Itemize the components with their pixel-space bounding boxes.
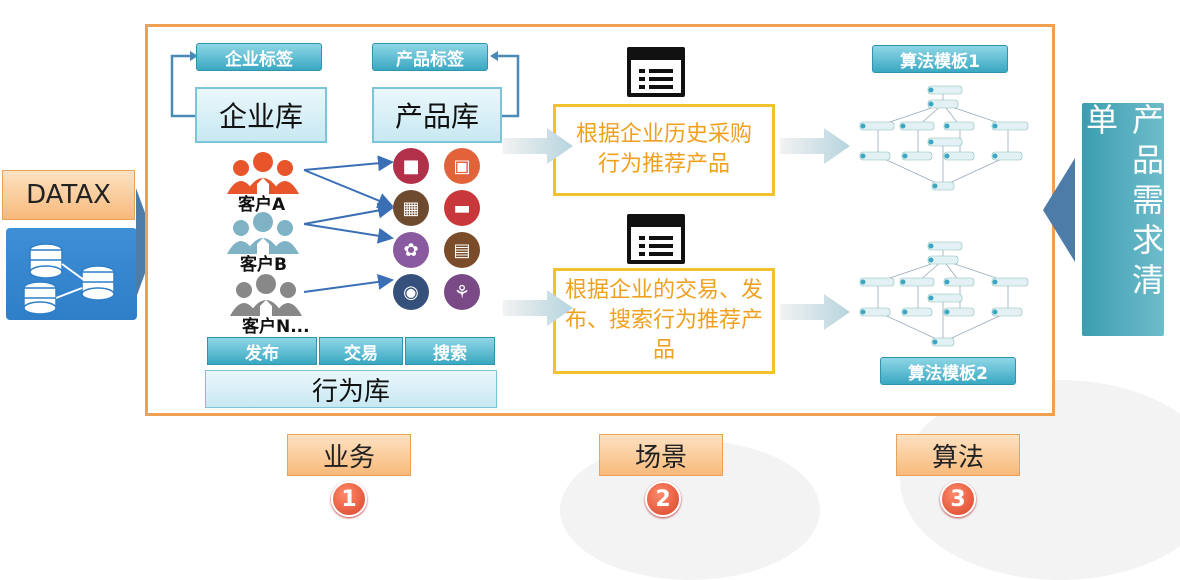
sofa-product-icon: ■: [393, 148, 429, 184]
plant-product-icon: ✿: [393, 232, 429, 268]
cabinet-product-icon: ▦: [393, 190, 429, 226]
database-cluster-icon: [6, 228, 137, 320]
datax-label: DATAX: [2, 170, 135, 220]
enterprise-tag: 企业标签: [196, 43, 322, 71]
algorithm-flow-diagram-2: [859, 241, 1029, 347]
algorithm-template-1: 算法模板1: [872, 45, 1008, 73]
product-tag-loop-arrow: [490, 51, 520, 118]
section-algorithm-label: 算法: [896, 434, 1020, 476]
section-1-number: 1: [331, 481, 367, 517]
product-demand-list-label: 产品需求清单: [1081, 103, 1165, 303]
enterprise-tag-loop-arrow: [170, 51, 198, 118]
section-business-label: 业务: [287, 434, 411, 476]
scene-2-box: 根据企业的交易、发布、搜索行为推荐产品: [553, 268, 775, 374]
section-2-number: 2: [645, 481, 681, 517]
couch-product-icon: ▬: [444, 190, 480, 226]
flow-arrow: [503, 290, 573, 326]
scene-1-box: 根据企业历史采购行为推荐产品: [553, 104, 775, 196]
customer-product-arrows: [303, 155, 394, 293]
vase-product-icon: ◉: [393, 274, 429, 310]
algorithm-flow-diagram-1: [859, 85, 1029, 191]
scene-1-text: 根据企业历史采购行为推荐产品: [575, 122, 752, 177]
product-demand-list: 产品需求清单: [1081, 103, 1165, 336]
customer-n-icon: [230, 274, 302, 316]
document-list-icon: [627, 47, 685, 97]
algorithm-template-2: 算法模板2: [880, 357, 1016, 385]
customer-a-label: 客户A: [238, 195, 286, 215]
product-tag: 产品标签: [372, 43, 488, 71]
enterprise-library: 企业库: [195, 87, 327, 143]
behavior-search: 搜索: [405, 337, 495, 365]
section-3-number: 3: [940, 481, 976, 517]
section-scene-label: 场景: [599, 434, 723, 476]
behavior-trade: 交易: [319, 337, 403, 365]
desk-product-icon: ▤: [444, 232, 480, 268]
flow-arrow: [503, 128, 573, 164]
flow-arrow: [780, 294, 850, 330]
decor-product-icon: ⚘: [444, 274, 480, 310]
product-library: 产品库: [372, 87, 502, 143]
bed-product-icon: ▣: [444, 148, 480, 184]
customer-b-label: 客户B: [240, 255, 287, 275]
document-list-icon: [627, 214, 685, 264]
customer-b-icon: [227, 212, 299, 254]
flow-arrow: [780, 128, 850, 164]
behavior-publish: 发布: [207, 337, 317, 365]
customer-a-icon: [227, 152, 299, 194]
right-output-arrow: [1043, 158, 1075, 262]
behavior-library: 行为库: [205, 370, 497, 408]
scene-2-text: 根据企业的交易、发布、搜索行为推荐产品: [564, 278, 763, 363]
customer-n-label: 客户N...: [242, 317, 310, 337]
